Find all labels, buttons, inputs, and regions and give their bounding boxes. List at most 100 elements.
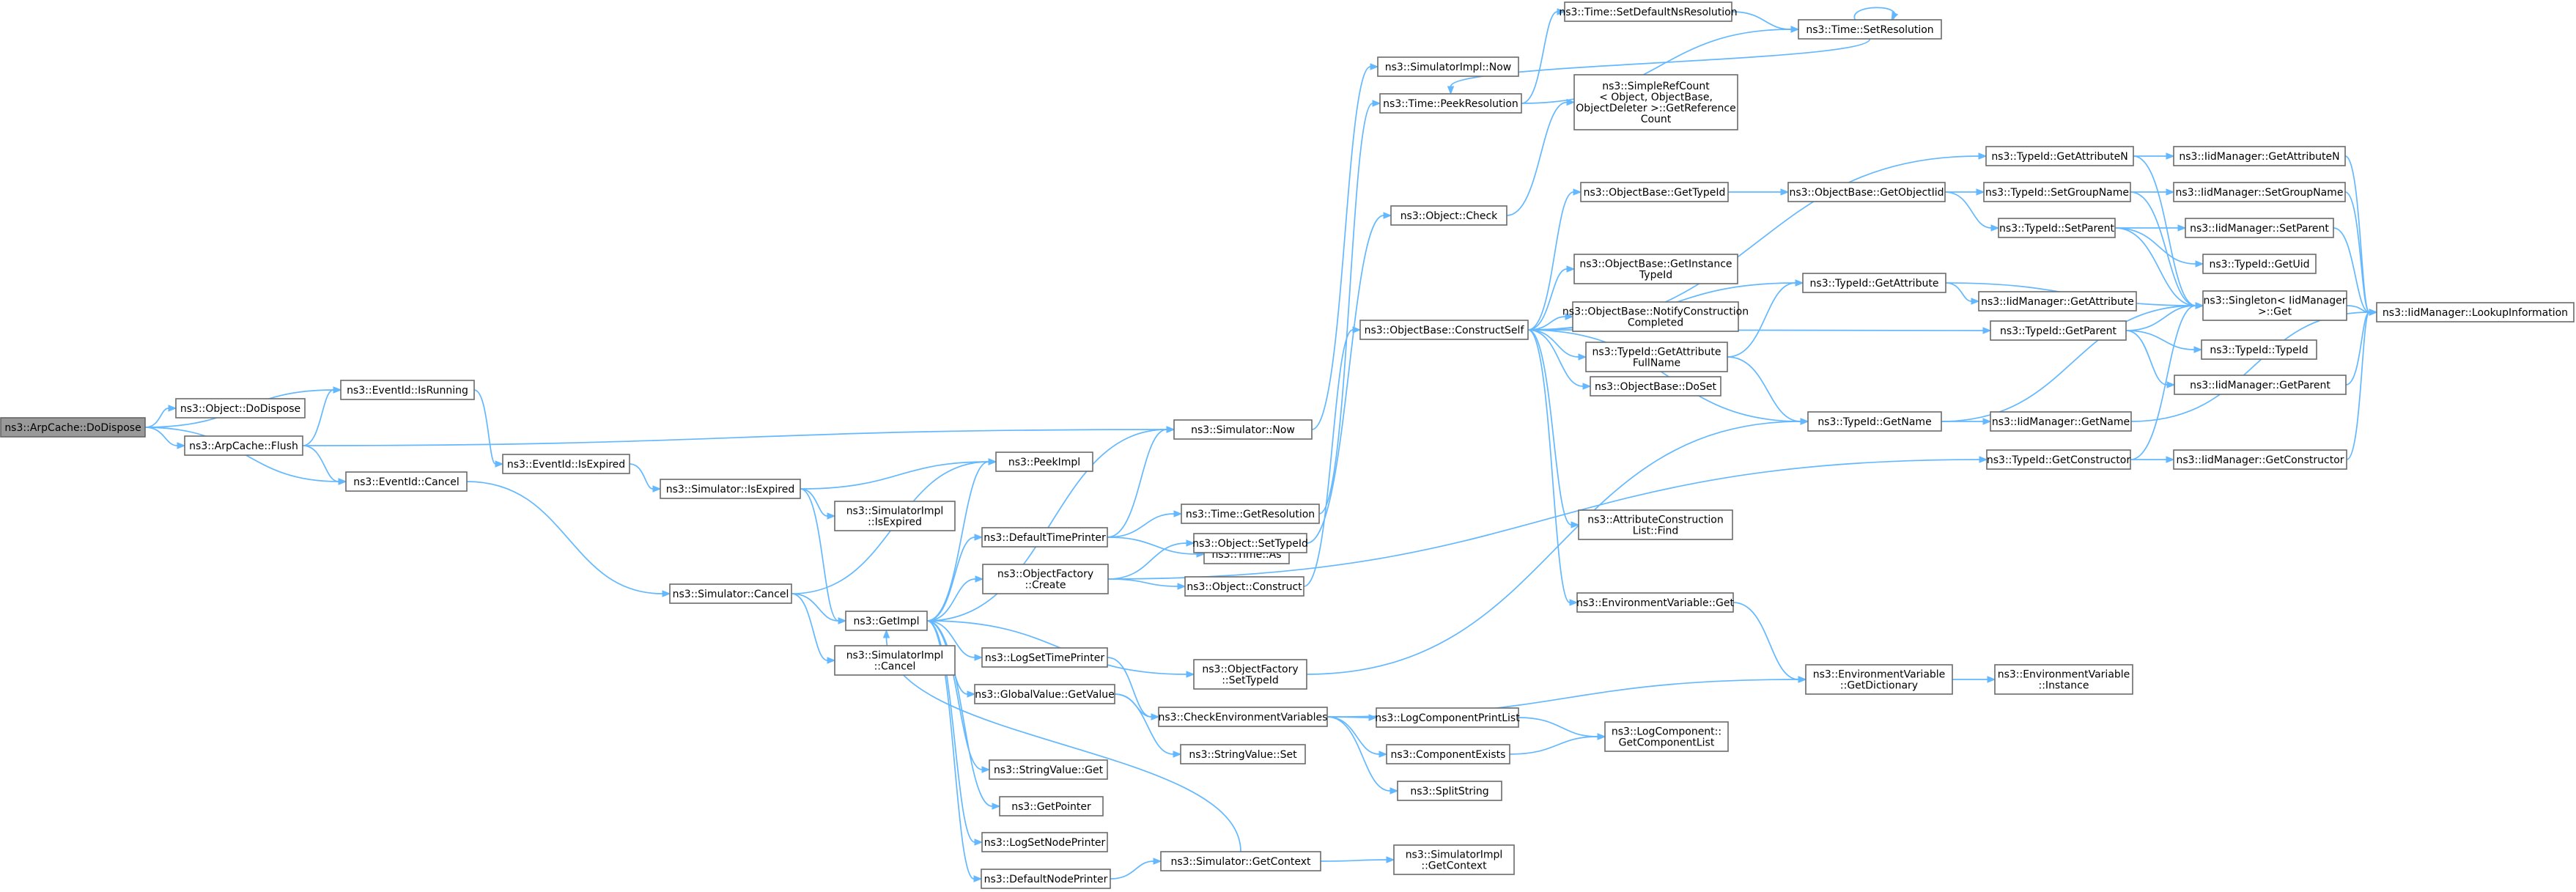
node-tidgetctor[interactable]: ns3::TypeId::GetConstructor xyxy=(1986,449,2131,470)
edge-arrowhead xyxy=(333,386,342,394)
node-obdoset[interactable]: ns3::ObjectBase::DoSet xyxy=(1590,376,1721,397)
edge-line xyxy=(302,389,334,446)
node-root[interactable]: ns3::ArpCache::DoDispose xyxy=(0,417,146,438)
node-simcancel[interactable]: ns3::Simulator::Cancel xyxy=(669,583,792,604)
node-simimplisexp[interactable]: ns3::SimulatorImpl::IsExpired xyxy=(834,501,956,531)
node-timepeekres[interactable]: ns3::Time::PeekResolution xyxy=(1379,93,1522,114)
edge-arrowhead xyxy=(1370,63,1379,70)
node-isexp[interactable]: ns3::EventId::IsExpired xyxy=(502,454,630,474)
node-ofsettid[interactable]: ns3::ObjectFactory::SetTypeId xyxy=(1193,659,1307,690)
node-flush[interactable]: ns3::ArpCache::Flush xyxy=(184,435,303,456)
node-cancel[interactable]: ns3::EventId::Cancel xyxy=(345,471,468,492)
node-objdd[interactable]: ns3::Object::DoDispose xyxy=(175,398,306,419)
node-box xyxy=(834,645,956,676)
node-iidsetparent[interactable]: ns3::IidManager::SetParent xyxy=(2185,218,2334,238)
node-obgetoid[interactable]: ns3::ObjectBase::GetObjectIid xyxy=(1787,182,1946,202)
node-label: ns3::StringValue::Get xyxy=(994,764,1104,776)
node-simimplcancel[interactable]: ns3::SimulatorImpl::Cancel xyxy=(834,645,956,676)
node-gvgetvalue[interactable]: ns3::GlobalValue::GetValue xyxy=(974,684,1115,704)
node-iidsetgroup[interactable]: ns3::IidManager::SetGroupName xyxy=(2173,182,2346,202)
node-tidgetuid[interactable]: ns3::TypeId::GetUid xyxy=(2202,254,2317,274)
node-logcpl[interactable]: ns3::LogComponentPrintList xyxy=(1375,707,1520,728)
node-objcheck[interactable]: ns3::Object::Check xyxy=(1390,205,1507,226)
edge-arrowhead xyxy=(1780,188,1790,196)
node-label: ns3::Time::GetResolution xyxy=(1186,509,1315,520)
node-label: ::Instance xyxy=(2039,680,2089,692)
node-envget[interactable]: ns3::EnvironmentVariable::Get xyxy=(1576,592,1734,613)
edge-isexp-simisexp xyxy=(629,463,662,493)
node-tidgetparent[interactable]: ns3::TypeId::GetParent xyxy=(1990,320,2127,341)
node-peekimpl[interactable]: ns3::PeekImpl xyxy=(995,451,1093,472)
node-ofcreate[interactable]: ns3::ObjectFactory::Create xyxy=(982,564,1109,594)
edge-line xyxy=(1527,329,1584,387)
node-getptr[interactable]: ns3::GetPointer xyxy=(999,796,1104,817)
node-label: ::GetContext xyxy=(1421,860,1487,872)
node-envinst[interactable]: ns3::EnvironmentVariable::Instance xyxy=(1994,664,2133,695)
node-timesetdef[interactable]: ns3::Time::SetDefaultNsResolution xyxy=(1559,1,1738,22)
edge-objcheck-simplerefcnt xyxy=(1506,98,1576,216)
node-simisexp[interactable]: ns3::Simulator::IsExpired xyxy=(660,479,801,499)
node-isrun[interactable]: ns3::EventId::IsRunning xyxy=(340,380,475,400)
node-label: ns3::ArpCache::Flush xyxy=(189,441,298,452)
node-iidgetattrn[interactable]: ns3::IidManager::GetAttributeN xyxy=(2173,146,2346,166)
node-label: ns3::ObjectBase::ConstructSelf xyxy=(1365,325,1525,336)
node-objconstruct[interactable]: ns3::Object::Construct xyxy=(1184,576,1304,597)
node-box xyxy=(845,611,928,631)
node-obgettid[interactable]: ns3::ObjectBase::GetTypeId xyxy=(1580,182,1729,202)
node-label: ns3::EventId::IsRunning xyxy=(347,385,468,397)
node-strset[interactable]: ns3::StringValue::Set xyxy=(1180,744,1306,764)
edge-line xyxy=(926,578,976,622)
node-compexists[interactable]: ns3::ComponentExists xyxy=(1386,744,1510,764)
node-checkenv[interactable]: ns3::CheckEnvironmentVariables xyxy=(1158,707,1328,727)
node-box xyxy=(1986,449,2131,470)
node-logstp[interactable]: ns3::LogSetTimePrinter xyxy=(981,647,1108,668)
node-singleton[interactable]: ns3::Singleton< IidManager>::Get xyxy=(2202,290,2347,321)
node-defnp[interactable]: ns3::DefaultNodePrinter xyxy=(981,869,1111,889)
node-iidgetattr[interactable]: ns3::IidManager::GetAttribute xyxy=(1978,291,2137,312)
node-splitstr[interactable]: ns3::SplitString xyxy=(1397,781,1502,801)
node-strget[interactable]: ns3::StringValue::Get xyxy=(989,759,1108,780)
edge-arrowhead xyxy=(973,875,983,882)
node-envgetdict[interactable]: ns3::EnvironmentVariable::GetDictionary xyxy=(1805,664,1953,695)
node-simnow[interactable]: ns3::Simulator::Now xyxy=(1173,419,1313,440)
edge-arrowhead xyxy=(1800,418,1809,425)
node-iidgetname[interactable]: ns3::IidManager::GetName xyxy=(1990,411,2132,432)
node-tidsetgroup[interactable]: ns3::TypeId::SetGroupName xyxy=(1983,182,2131,202)
edge-root-flush xyxy=(144,427,186,449)
node-tidgetname[interactable]: ns3::TypeId::GetName xyxy=(1807,411,1942,432)
node-objsettid[interactable]: ns3::Object::SetTypeId xyxy=(1192,533,1308,553)
node-label: ns3::Time::SetDefaultNsResolution xyxy=(1559,7,1737,18)
node-simgetctx[interactable]: ns3::Simulator::GetContext xyxy=(1160,851,1321,871)
node-tidgetattr[interactable]: ns3::TypeId::GetAttribute xyxy=(1802,273,1946,293)
edge-tidgetctor-iidgetctor xyxy=(2130,456,2175,463)
node-iidgetparent[interactable]: ns3::IidManager::GetParent xyxy=(2174,375,2347,395)
node-simimplnow[interactable]: ns3::SimulatorImpl::Now xyxy=(1377,56,1519,77)
node-iidlookup[interactable]: ns3::IidManager::LookupInformation xyxy=(2376,302,2575,322)
node-label: ns3::IidManager::GetName xyxy=(1992,416,2130,428)
node-getimpl[interactable]: ns3::GetImpl xyxy=(845,611,928,631)
node-deftp[interactable]: ns3::DefaultTimePrinter xyxy=(981,527,1108,548)
node-iidgetctor[interactable]: ns3::IidManager::GetConstructor xyxy=(2173,449,2347,470)
edge-line xyxy=(1527,329,1801,422)
edge-envget-envgetdict xyxy=(1732,602,1807,683)
edge-cancel-simcancel xyxy=(466,481,671,597)
edge-arrowhead xyxy=(1982,418,1992,425)
node-timegetres[interactable]: ns3::Time::GetResolution xyxy=(1181,504,1320,524)
node-tidgetattrn[interactable]: ns3::TypeId::GetAttributeN xyxy=(1985,146,2134,166)
edge-line xyxy=(1527,329,1571,603)
edge-getimpl-deftp xyxy=(926,534,983,622)
node-simimplgetctx[interactable]: ns3::SimulatorImpl::GetContext xyxy=(1393,844,1515,875)
node-label: ns3::ObjectBase::NotifyConstruction xyxy=(1562,306,1749,318)
node-box xyxy=(1173,419,1313,440)
node-obconstructself[interactable]: ns3::ObjectBase::ConstructSelf xyxy=(1359,320,1529,340)
node-obnotify[interactable]: ns3::ObjectBase::NotifyConstructionCompl… xyxy=(1562,301,1749,332)
node-tidsetparent[interactable]: ns3::TypeId::SetParent xyxy=(1998,218,2116,238)
node-simplerefcnt[interactable]: ns3::SimpleRefCount< Object, ObjectBase,… xyxy=(1573,74,1738,130)
node-logsnp[interactable]: ns3::LogSetNodePrinter xyxy=(981,832,1108,852)
node-timesetres[interactable]: ns3::Time::SetResolution xyxy=(1798,19,1942,40)
node-tidtypeid[interactable]: ns3::TypeId::TypeId xyxy=(2201,339,2317,360)
node-logcgetlist[interactable]: ns3::LogComponent::GetComponentList xyxy=(1604,721,1729,752)
